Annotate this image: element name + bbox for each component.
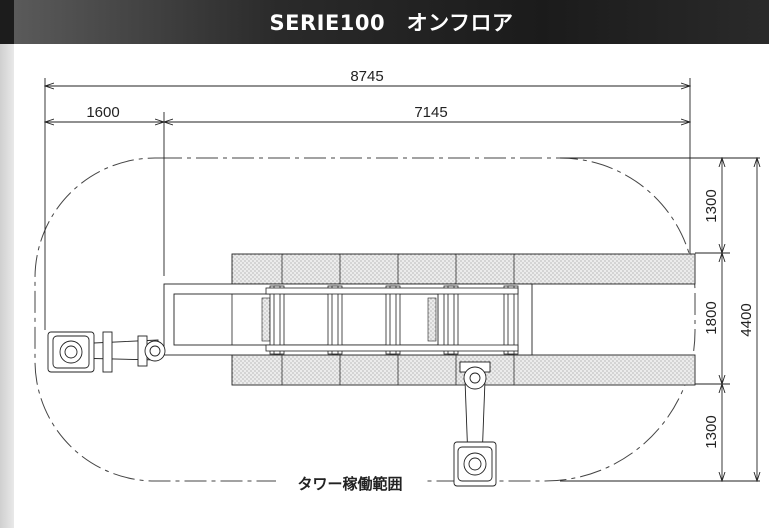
dim-right-middle: 1800 (703, 301, 720, 334)
dim-left-offset: 1600 (86, 104, 119, 121)
working-range-label: タワー稼働範囲 (297, 475, 402, 493)
left-edge-strip (0, 0, 14, 528)
dim-right-bottom: 1300 (703, 415, 720, 448)
track-structure (163, 253, 696, 386)
horizontal-dimension-lines (45, 86, 690, 122)
dim-right-top: 1300 (703, 189, 720, 222)
vertical-dimension-lines (722, 158, 757, 481)
dim-main-width: 7145 (414, 104, 447, 121)
dim-right-total: 4400 (738, 303, 755, 336)
bottom-robot (453, 361, 497, 487)
upper-hatched-rail (231, 253, 696, 285)
page-title: SERIE100 オンフロア (269, 11, 514, 35)
dim-total-width: 8745 (350, 68, 383, 85)
tower-working-range-boundary (34, 157, 696, 482)
title-bar: SERIE100 オンフロア (14, 0, 769, 44)
left-robot (47, 331, 166, 373)
track-frame-outer (163, 283, 533, 356)
